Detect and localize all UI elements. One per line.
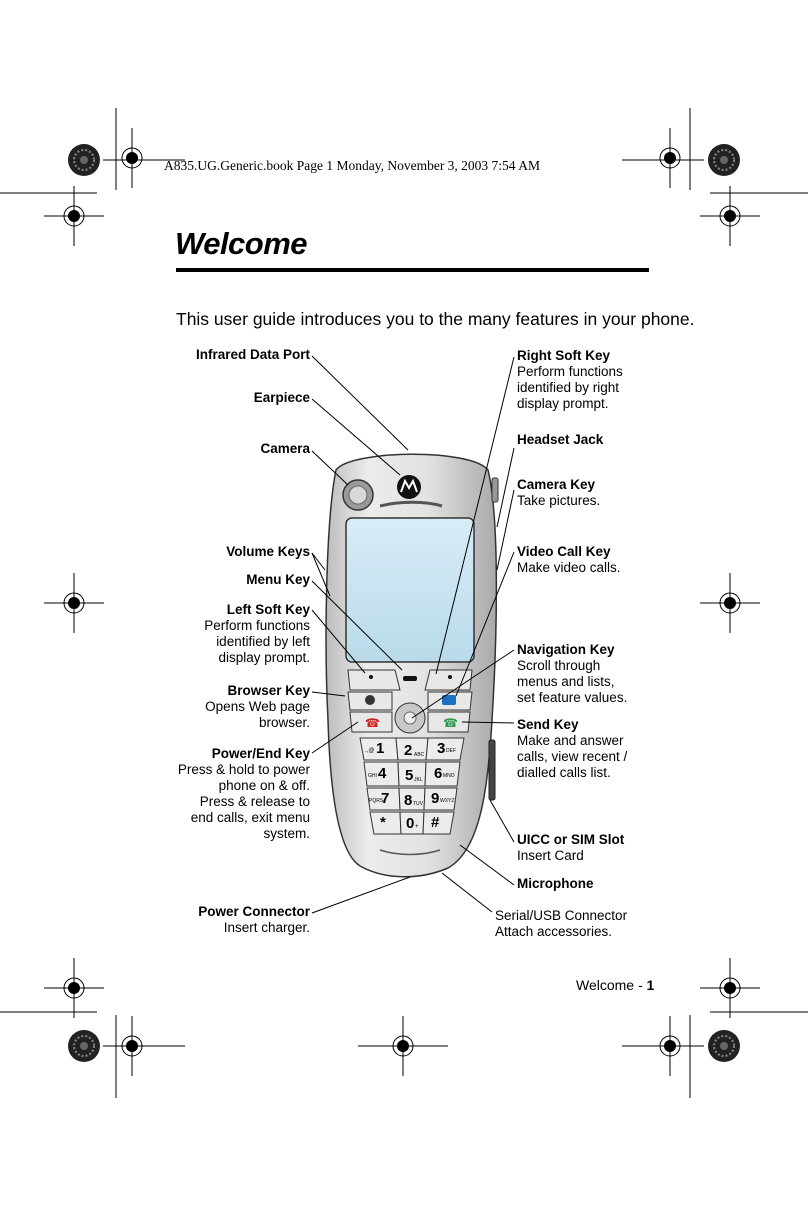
callout-desc: Press & hold to power bbox=[177, 762, 310, 777]
svg-text:☎: ☎ bbox=[365, 716, 380, 730]
callout-title: Video Call Key bbox=[517, 544, 611, 559]
callout-send-key: Send Key Make and answer calls, view rec… bbox=[517, 717, 627, 781]
key-3[interactable]: 3 bbox=[437, 740, 446, 757]
callout-title: Power Connector bbox=[198, 904, 310, 919]
callout-uicc-sim-slot: UICC or SIM Slot Insert Card bbox=[517, 832, 624, 864]
key-9[interactable]: 9 bbox=[431, 790, 440, 807]
key-star[interactable]: * bbox=[380, 814, 386, 831]
callout-title: Earpiece bbox=[253, 390, 310, 405]
callout-title: Right Soft Key bbox=[517, 348, 610, 363]
callout-headset-jack: Headset Jack bbox=[517, 432, 603, 448]
key-4-letters: GHI bbox=[368, 773, 377, 779]
page-number: 1 bbox=[646, 977, 655, 993]
callout-desc: dialled calls list. bbox=[517, 765, 611, 780]
callout-menu-key: Menu Key bbox=[246, 572, 310, 588]
intro-text: This user guide introduces you to the ma… bbox=[176, 309, 695, 329]
callout-earpiece: Earpiece bbox=[254, 390, 310, 406]
key-8-letters: TUV bbox=[413, 801, 423, 807]
key-5-letters: JKL bbox=[414, 777, 423, 783]
callout-desc: Scroll through bbox=[517, 658, 601, 673]
callout-desc: Press & release to bbox=[199, 794, 310, 809]
title-rule bbox=[176, 268, 649, 272]
key-0-letters: + bbox=[415, 824, 419, 830]
key-6-letters: MNO bbox=[443, 773, 455, 779]
callout-desc: Make and answer bbox=[517, 733, 624, 748]
key-1-letters: .,@ bbox=[365, 748, 375, 754]
key-6[interactable]: 6 bbox=[434, 765, 443, 782]
key-7[interactable]: 7 bbox=[381, 790, 390, 807]
callout-browser-key: Browser Key Opens Web page browser. bbox=[205, 683, 310, 731]
key-1[interactable]: 1 bbox=[376, 740, 385, 757]
callout-title: Camera bbox=[260, 441, 310, 456]
callout-title: Left Soft Key bbox=[226, 602, 310, 617]
callout-title: Navigation Key bbox=[517, 642, 615, 657]
callout-desc: set feature values. bbox=[517, 690, 628, 705]
callout-power-connector: Power Connector Insert charger. bbox=[198, 904, 310, 936]
key-4[interactable]: 4 bbox=[378, 765, 387, 782]
key-9-letters: WXYZ bbox=[440, 798, 455, 804]
callout-desc: display prompt. bbox=[218, 650, 310, 665]
callout-volume-keys: Volume Keys bbox=[226, 544, 310, 560]
callout-power-end-key: Power/End Key Press & hold to power phon… bbox=[178, 746, 310, 842]
key-0[interactable]: 0 bbox=[406, 815, 415, 832]
callout-title: Browser Key bbox=[227, 683, 310, 698]
key-hash[interactable]: # bbox=[431, 814, 440, 831]
key-3-letters: DEF bbox=[446, 748, 456, 754]
callout-left-soft-key: Left Soft Key Perform functions identifi… bbox=[204, 602, 310, 666]
callout-desc: Attach accessories. bbox=[495, 924, 613, 939]
callout-desc: Insert charger. bbox=[223, 920, 310, 935]
callout-title: Power/End Key bbox=[211, 746, 310, 761]
callout-desc: calls, view recent / bbox=[517, 749, 628, 764]
callout-desc: Serial/USB Connector bbox=[495, 908, 628, 923]
callout-desc: Perform functions bbox=[517, 364, 623, 379]
key-8[interactable]: 8 bbox=[404, 792, 413, 809]
page-title: Welcome bbox=[175, 226, 308, 261]
callout-desc: Take pictures. bbox=[517, 493, 601, 508]
callout-desc: browser. bbox=[258, 715, 310, 730]
key-7-letters: PQRS bbox=[369, 798, 384, 804]
callout-right-soft-key: Right Soft Key Perform functions identif… bbox=[517, 348, 623, 412]
callout-title: Menu Key bbox=[246, 572, 310, 587]
callout-microphone: Microphone bbox=[517, 876, 594, 892]
footer-section: Welcome - bbox=[576, 977, 647, 993]
callout-title: Camera Key bbox=[517, 477, 596, 492]
callout-title: Microphone bbox=[517, 876, 594, 891]
callout-infrared-data-port: Infrared Data Port bbox=[196, 347, 310, 363]
callout-navigation-key: Navigation Key Scroll through menus and … bbox=[517, 642, 627, 706]
key-2-letters: ABC bbox=[414, 752, 425, 758]
callout-desc: Make video calls. bbox=[517, 560, 621, 575]
callout-desc: Perform functions bbox=[204, 618, 310, 633]
callout-title: Infrared Data Port bbox=[195, 347, 310, 362]
callout-title: Volume Keys bbox=[226, 544, 310, 559]
callout-desc: identified by right bbox=[517, 380, 620, 395]
callout-desc: system. bbox=[263, 826, 310, 841]
svg-text:☎: ☎ bbox=[443, 716, 458, 730]
key-5[interactable]: 5 bbox=[405, 767, 414, 784]
callout-desc: phone on & off. bbox=[218, 778, 310, 793]
callout-desc: identified by left bbox=[216, 634, 310, 649]
callout-title: Send Key bbox=[517, 717, 579, 732]
key-2[interactable]: 2 bbox=[404, 742, 413, 759]
callout-desc: Insert Card bbox=[517, 848, 584, 863]
callout-title: UICC or SIM Slot bbox=[517, 832, 625, 847]
callout-serial-usb-connector: Serial/USB Connector Attach accessories. bbox=[495, 908, 627, 940]
page-footer: Welcome - 1 bbox=[576, 977, 654, 993]
callout-desc: end calls, exit menu bbox=[190, 810, 310, 825]
callout-title: Headset Jack bbox=[517, 432, 604, 447]
callout-desc: display prompt. bbox=[517, 396, 609, 411]
callout-camera: Camera bbox=[260, 441, 310, 457]
callout-video-call-key: Video Call Key Make video calls. bbox=[517, 544, 621, 576]
callout-desc: menus and lists, bbox=[517, 674, 615, 689]
callout-desc: Opens Web page bbox=[205, 699, 310, 714]
running-head: A835.UG.Generic.book Page 1 Monday, Nove… bbox=[164, 158, 540, 173]
callout-camera-key: Camera Key Take pictures. bbox=[517, 477, 600, 509]
